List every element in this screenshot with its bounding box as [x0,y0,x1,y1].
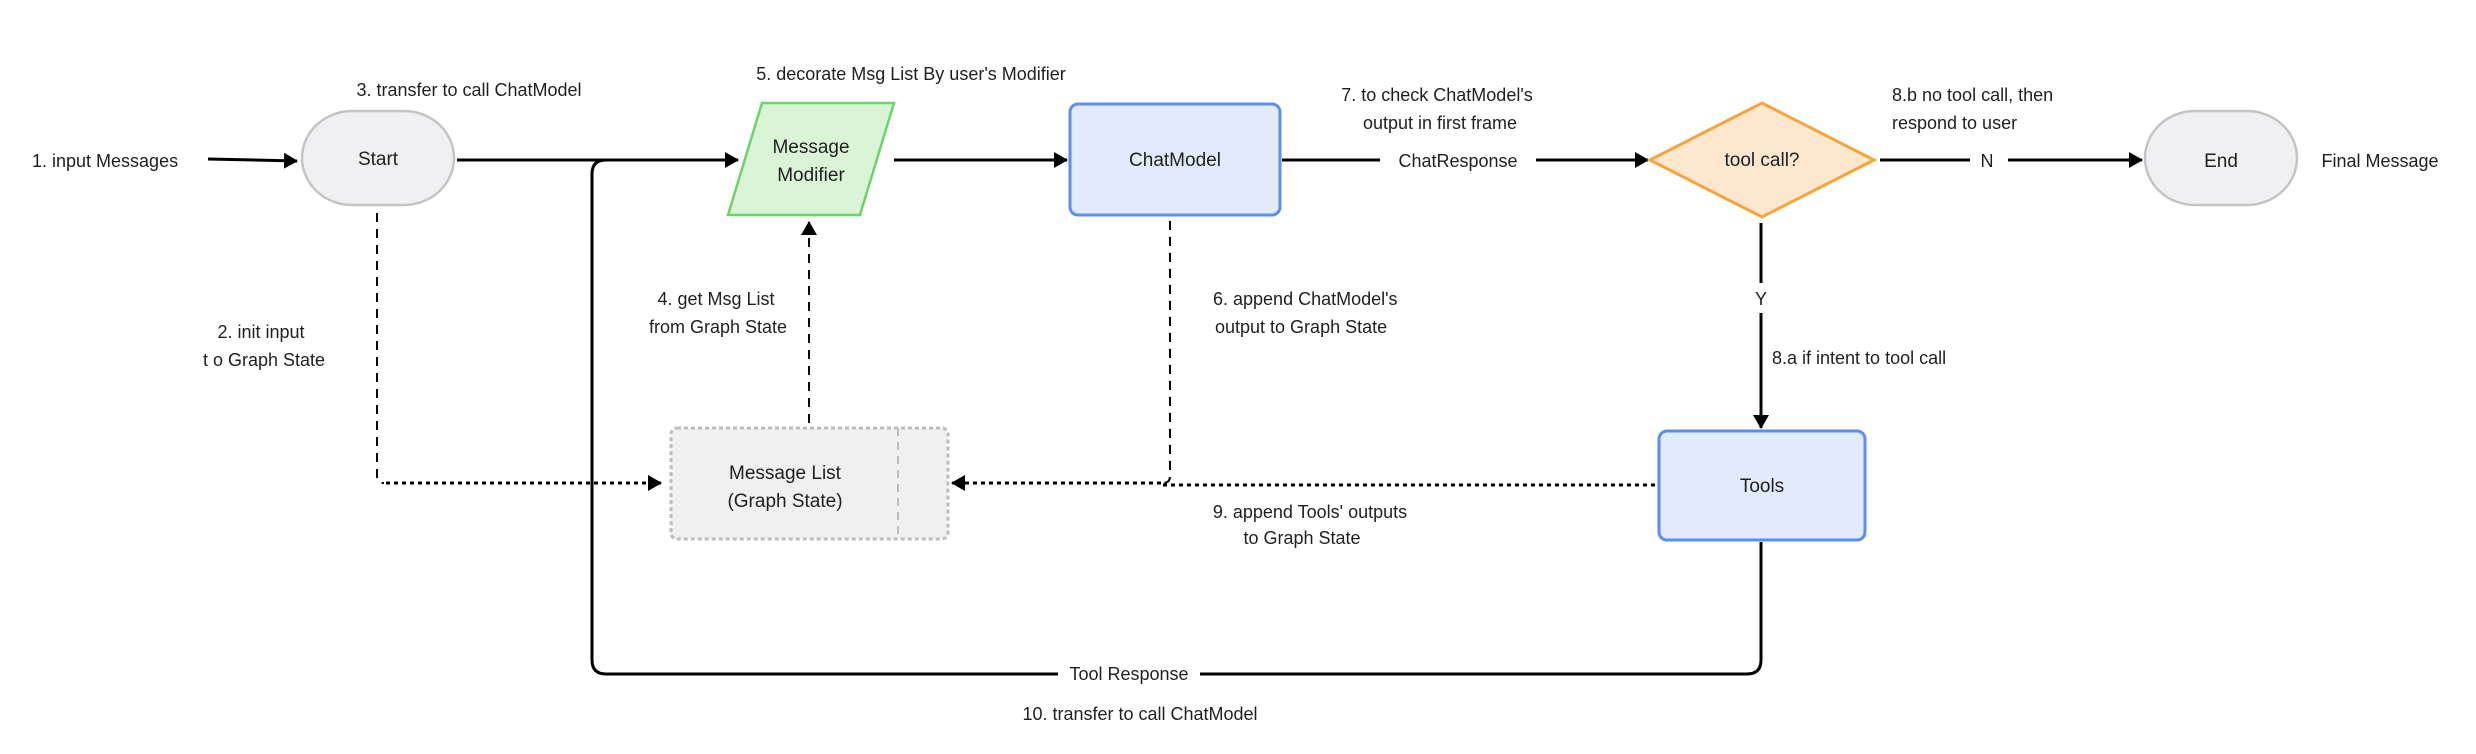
label-append-tools-2: to Graph State [1243,528,1360,548]
label-append-chatmodel-1: 6. append ChatModel's [1213,289,1398,309]
message-modifier-node[interactable]: Message Modifier [726,101,896,217]
label-no-tool-1: 8.b no tool call, then [1892,85,2053,105]
label-check-1: 7. to check ChatModel's [1341,85,1533,105]
label-chat-response: ChatResponse [1398,151,1517,171]
label-y: Y [1755,289,1767,309]
message-list-label-line2: (Graph State) [727,491,842,512]
label-transfer-back: 10. transfer to call ChatModel [1022,704,1257,724]
label-final-message: Final Message [2321,151,2438,171]
chatmodel-label: ChatModel [1129,150,1221,171]
tool-response-label-background [1058,660,1200,688]
start-label: Start [358,149,399,170]
label-transfer: 3. transfer to call ChatModel [356,80,581,100]
modifier-label-line2: Modifier [777,165,845,186]
label-decorate: 5. decorate Msg List By user's Modifier [756,64,1066,84]
start-node[interactable]: Start [300,109,456,207]
edge-start-init-state [376,213,385,484]
label-check-2: output in first frame [1363,113,1517,133]
label-append-tools-1: 9. append Tools' outputs [1213,502,1407,522]
tools-label: Tools [1740,476,1784,497]
end-node[interactable]: End [2143,109,2299,207]
label-n: N [1981,151,1994,171]
tools-node[interactable]: Tools [1657,429,1867,542]
end-label: End [2204,151,2238,172]
message-list-label-line1: Message List [729,463,842,484]
modifier-label-line1: Message [772,137,849,158]
label-intent: 8.a if intent to tool call [1772,348,1946,368]
decision-label: tool call? [1725,150,1800,171]
edge-tools-loop-back [590,158,1763,676]
edge-chatmodel-state [1162,221,1171,484]
label-get-list-2: from Graph State [649,317,787,337]
label-get-list-1: 4. get Msg List [657,289,774,309]
edge-input-start [207,152,298,169]
label-init-1: 2. init input [217,322,304,342]
label-tool-response: Tool Response [1069,664,1188,684]
label-input: 1. input Messages [32,151,178,171]
chatmodel-node[interactable]: ChatModel [1068,102,1282,217]
tool-call-decision-node[interactable]: tool call? [1646,101,1878,219]
label-no-tool-2: respond to user [1892,113,2017,133]
label-init-2: t o Graph State [203,350,325,370]
label-append-chatmodel-2: output to Graph State [1215,317,1387,337]
message-list-state-node[interactable]: Message List (Graph State) [669,426,950,541]
